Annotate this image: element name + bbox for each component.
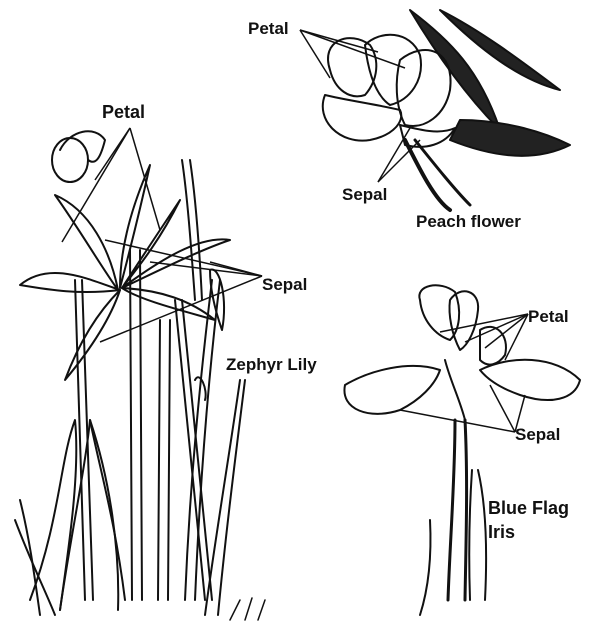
peach-flower-drawing xyxy=(323,10,570,210)
peach-sepal-label: Sepal xyxy=(342,185,387,204)
zephyr-lily-name: Zephyr Lily xyxy=(226,355,317,374)
iris-petal-label: Petal xyxy=(528,307,569,326)
peach-petal-label: Petal xyxy=(248,19,289,38)
zephyr-lily-drawing xyxy=(15,131,265,620)
zephyr-sepal-label: Sepal xyxy=(262,275,307,294)
peach-leader-lines xyxy=(300,30,420,182)
blue-flag-iris-drawing xyxy=(344,285,580,615)
peach-flower-name: Peach flower xyxy=(416,212,521,231)
iris-name-line1: Blue Flag xyxy=(488,498,569,518)
iris-name-line2: Iris xyxy=(488,522,515,542)
iris-sepal-label: Sepal xyxy=(515,425,560,444)
zephyr-leader-lines xyxy=(62,128,262,342)
zephyr-petal-label: Petal xyxy=(102,102,145,122)
